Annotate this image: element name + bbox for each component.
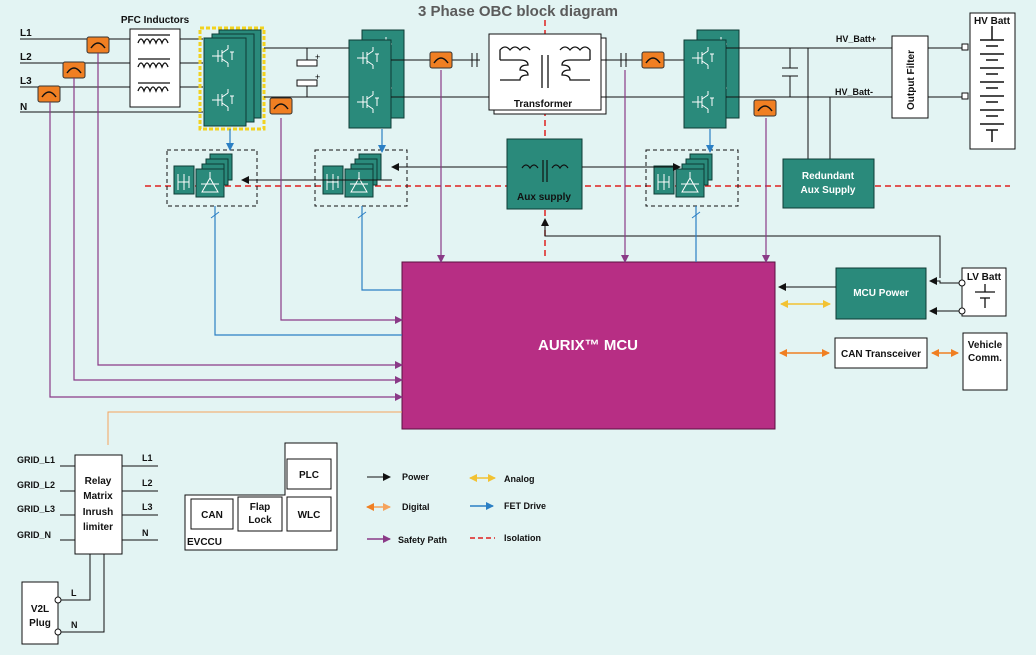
relay-out-n: N [142,528,149,538]
primary-inverter-module [348,39,392,129]
can-transceiver-label: CAN Transceiver [841,349,921,360]
vehicle-comm-label-1: Vehicle [968,340,1003,351]
output-filter-box [891,35,929,119]
evccu-flap-label-1: Flap [250,502,271,513]
evccu-label: EVCCU [187,537,222,548]
aurix-mcu-box [401,261,776,430]
secondary-rectifier-module [683,39,727,129]
evccu-wlc-box [286,496,332,532]
pfc-gate-driver-group [166,149,258,207]
capacitor-icon [296,79,318,87]
hv-batt-minus-label: HV_Batt- [835,87,873,97]
aux-supply-label: Aux supply [517,192,571,203]
transformer-box [488,33,602,111]
fuse-icon-l1 [86,36,110,54]
legend: Power Digital Safety Path Analog FET Dri… [366,472,546,545]
transformer-label: Transformer [514,99,572,110]
battery-icon [980,26,1004,142]
evccu-flap-label-2: Lock [248,515,272,526]
gate-driver-icon [173,153,233,198]
grid-l2-label: GRID_L2 [17,480,55,490]
vehicle-comm-box [962,332,1008,391]
redundant-aux-label-2: Aux Supply [800,185,855,196]
aux-transformer-icon [521,160,569,182]
safety-path-signals [49,53,770,401]
relay-out-l3: L3 [142,502,153,512]
dc-link-wires [264,47,349,98]
svg-text:+: + [315,52,320,62]
fuse-icon-l3 [37,85,61,103]
fet-drive-signals [214,129,714,336]
v2l-l-label: L [71,588,77,598]
legend-power: Power [402,472,430,482]
mcu-power-box [835,267,927,320]
evccu-wlc-label: WLC [298,510,321,521]
fuse-icon-l2 [62,61,86,79]
relay-matrix-line-4: limiter [83,522,113,533]
relay-matrix-line-3: Inrush [83,507,114,518]
relay-matrix-line-2: Matrix [83,491,113,502]
grid-l3-label: GRID_L3 [17,504,55,514]
svg-text:+: + [315,72,320,82]
pfc-switch-module [203,37,247,127]
v2l-n-label: N [71,620,78,630]
output-filter-label: Output Filter [906,50,917,110]
redundant-aux-label-1: Redundant [802,171,855,182]
evccu-flap-lock-box [237,496,283,532]
input-line-l3: L3 [20,76,32,87]
legend-fet-drive: FET Drive [504,501,546,511]
v2l-label-2: Plug [29,618,51,629]
input-line-n: N [20,102,27,113]
aurix-mcu-label: AURIX™ MCU [538,337,638,354]
fuse-icon-secondary [641,51,665,69]
mcu-power-label: MCU Power [853,288,909,299]
vehicle-comm-label-2: Comm. [968,353,1002,364]
pfc-stage-highlight [198,26,266,131]
grid-n-label: GRID_N [17,530,51,540]
fuse-icon-primary [429,51,453,69]
pfc-inductors-label: PFC Inductors [121,15,190,26]
v2l-plug-box [21,581,59,645]
input-line-l2: L2 [20,52,32,63]
evccu-can-box [190,498,234,530]
capacitor-icon [296,59,318,67]
hv-batt-label: HV Batt [974,16,1011,27]
redundant-aux-supply-box [782,158,875,209]
legend-isolation: Isolation [504,533,541,543]
relay-matrix-line-1: Relay [85,476,112,487]
grid-l1-label: GRID_L1 [17,455,55,465]
inductor-icon [137,34,170,93]
relay-out-l1: L1 [142,453,153,463]
relay-matrix-box [74,454,123,555]
evccu-plc-label: PLC [299,470,319,481]
legend-digital: Digital [402,502,430,512]
primary-gate-driver-group [314,149,408,207]
evccu-can-label: CAN [201,510,223,521]
diagram-title: 3 Phase OBC block diagram [418,3,618,20]
evccu-plc-box [286,458,332,490]
battery-icon [975,284,995,308]
v2l-label-1: V2L [31,604,49,615]
aux-supply-box [506,138,583,210]
lv-batt-label: LV Batt [967,272,1002,283]
fuse-icon-output [753,99,777,117]
gate-driver-icon [322,153,382,198]
relay-out-l2: L2 [142,478,153,488]
input-line-l1: L1 [20,28,32,39]
legend-safety: Safety Path [398,535,447,545]
fuse-icon-pfc [269,97,293,115]
relay-control-signal [107,411,402,445]
can-transceiver-box [834,337,928,369]
gate-driver-icon [653,153,713,198]
transformer-icon [499,46,591,88]
hv-batt-plus-label: HV_Batt+ [836,34,876,44]
legend-analog: Analog [504,474,535,484]
secondary-gate-driver-group [645,149,739,207]
